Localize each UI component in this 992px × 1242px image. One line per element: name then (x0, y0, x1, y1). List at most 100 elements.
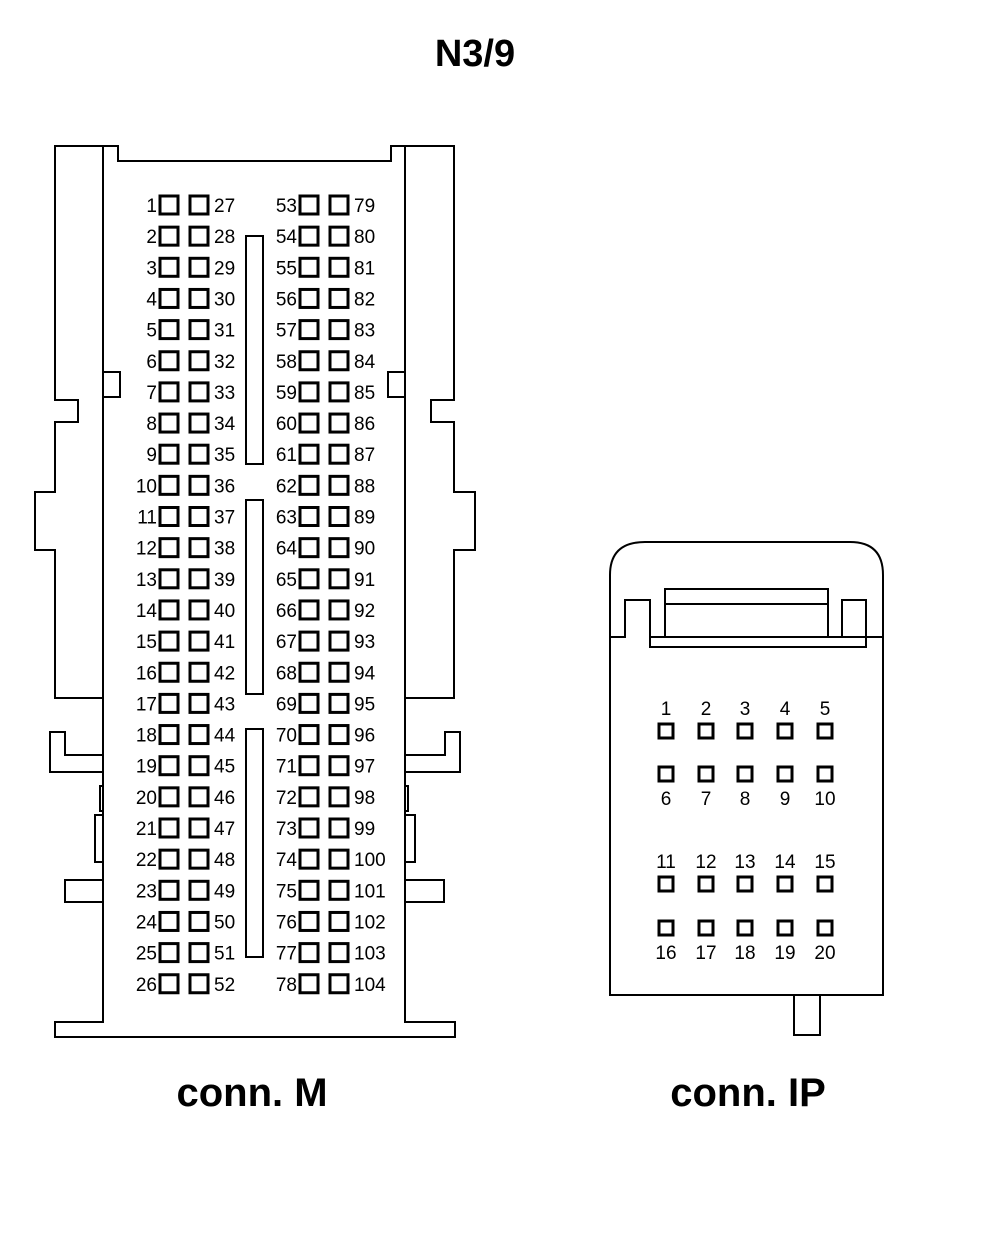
pin-number: 63 (276, 508, 297, 529)
pin-number: 39 (214, 570, 235, 591)
pin-square (158, 661, 180, 683)
pin-square (328, 225, 350, 247)
pin-square (298, 910, 320, 932)
pin-number: 68 (276, 663, 297, 684)
pin-number: 44 (214, 726, 236, 747)
pin-square (328, 630, 350, 652)
pin-square (328, 474, 350, 496)
pin-square (188, 755, 210, 777)
pin-number: 78 (276, 975, 297, 996)
pin-number: 14 (136, 601, 158, 622)
connector-m-right-latch (387, 371, 405, 398)
pin-square (158, 287, 180, 309)
pin-square (298, 287, 320, 309)
pin-number: 33 (214, 383, 235, 404)
pin-square (298, 692, 320, 714)
pin-square (158, 506, 180, 527)
pin-square (328, 381, 350, 403)
pin-number: 5 (146, 321, 157, 342)
pin-square (328, 350, 350, 372)
pin-square (298, 537, 320, 559)
connector-m-housing (54, 145, 456, 1038)
connector-m-rib-1 (245, 235, 264, 465)
pin-number: 2 (146, 227, 157, 248)
pin-number: 55 (276, 258, 297, 279)
pin-square (158, 973, 180, 995)
pin-square (298, 506, 320, 527)
pin-square (158, 474, 180, 496)
pin-square (188, 817, 210, 839)
pin-square (298, 755, 320, 777)
pin-number: 13 (734, 852, 755, 873)
pin-number: 26 (136, 975, 157, 996)
pin-square (298, 724, 320, 746)
pin-number: 11 (137, 508, 157, 529)
pin-square (188, 942, 210, 964)
pin-square (188, 848, 210, 870)
pin-square (328, 599, 350, 621)
pin-square (158, 879, 180, 901)
pin-square (736, 765, 754, 783)
pin-number: 42 (214, 663, 235, 684)
pin-square (188, 599, 210, 621)
pin-square (736, 919, 754, 937)
pin-square (657, 919, 675, 937)
connector-m-right-rail (404, 145, 476, 903)
pin-square (298, 786, 320, 808)
connector-m-rib-3 (245, 728, 264, 958)
pin-square (188, 474, 210, 496)
pin-number: 10 (136, 476, 157, 497)
pin-number: 70 (276, 726, 297, 747)
pin-number: 8 (146, 414, 157, 435)
pin-square (328, 692, 350, 714)
pin-number: 56 (276, 289, 297, 310)
pin-number: 16 (655, 943, 676, 964)
pin-square (158, 568, 180, 590)
pin-number: 69 (276, 694, 297, 715)
pin-square (158, 942, 180, 964)
pin-number: 49 (214, 881, 235, 902)
pin-square (188, 256, 210, 278)
pin-number: 14 (774, 852, 796, 873)
pin-square (328, 287, 350, 309)
connector-m-pins: 1234567891011121314151617181920212223242… (136, 194, 386, 996)
connector-ip-label: conn. IP (670, 1071, 826, 1115)
pin-number: 7 (701, 789, 712, 810)
pin-square (328, 724, 350, 746)
pin-square (158, 412, 180, 434)
connector-ip-housing (609, 541, 884, 996)
pin-number: 22 (136, 850, 157, 871)
pin-number: 5 (820, 699, 831, 720)
pin-number: 18 (734, 943, 755, 964)
connector-ip-peg (793, 994, 821, 1036)
pin-square (298, 350, 320, 372)
pin-number: 99 (354, 819, 375, 840)
pin-square (328, 661, 350, 683)
pin-square (298, 973, 320, 995)
pin-square (298, 661, 320, 683)
pin-square (328, 879, 350, 901)
pin-square (188, 537, 210, 559)
pin-number: 8 (740, 789, 751, 810)
pin-square (776, 875, 794, 893)
pin-square (328, 755, 350, 777)
pin-number: 66 (276, 601, 297, 622)
pin-number: 32 (214, 352, 235, 373)
pin-number: 91 (354, 570, 375, 591)
pin-square (188, 661, 210, 683)
pin-number: 1 (661, 699, 672, 720)
pin-number: 101 (354, 881, 386, 902)
pin-number: 90 (354, 539, 375, 560)
pin-number: 76 (276, 912, 297, 933)
connector-m (34, 145, 476, 1038)
pin-square (298, 848, 320, 870)
pin-square (328, 443, 350, 465)
pin-square (328, 537, 350, 559)
pin-number: 67 (276, 632, 297, 653)
connector-ip-latch (610, 599, 867, 648)
pin-number: 93 (354, 632, 375, 653)
pin-square (188, 724, 210, 746)
pin-number: 12 (695, 852, 716, 873)
pin-number: 43 (214, 694, 235, 715)
pin-number: 10 (814, 789, 835, 810)
